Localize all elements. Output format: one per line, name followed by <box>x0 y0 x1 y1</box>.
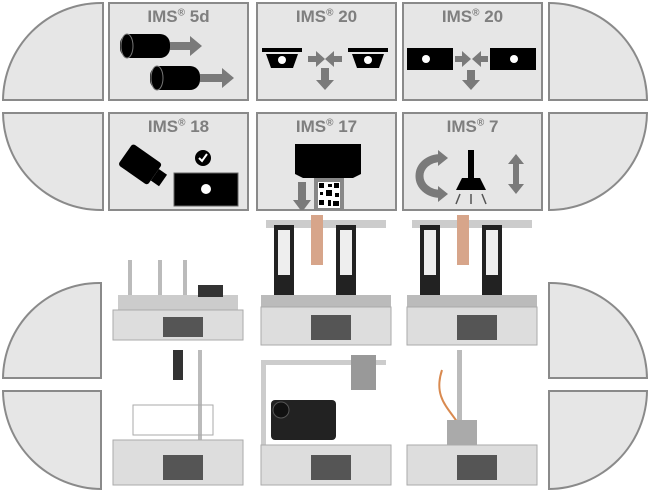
module-ims-7: IMS® 7 <box>402 112 543 211</box>
right-curve-bottom <box>548 390 648 490</box>
machine-photo-ims-7 <box>406 350 538 486</box>
qr-code-labeling-icon <box>293 144 361 210</box>
module-number: 17 <box>338 117 358 136</box>
machine-photo-ims-20-a <box>260 215 392 346</box>
module-ims-18: IMS® 18 <box>108 112 249 211</box>
registered-mark: ® <box>326 7 334 19</box>
module-ims-20-a: IMS® 20 <box>256 2 397 101</box>
module-name: IMS <box>147 117 179 136</box>
module-number: 7 <box>488 117 499 136</box>
right-curve-third <box>548 282 648 379</box>
module-number: 20 <box>338 7 358 26</box>
module-number: 5d <box>189 7 210 26</box>
right-curve-second <box>548 112 648 211</box>
registered-mark: ® <box>326 117 334 129</box>
machine-photo-ims-5d <box>112 260 244 341</box>
module-number: 20 <box>484 7 504 26</box>
module-ims-20-b: IMS® 20 <box>402 2 543 101</box>
module-ims-5d: IMS® 5d <box>108 2 249 101</box>
registered-mark: ® <box>178 117 186 129</box>
right-curve-top <box>548 2 648 101</box>
machine-photo-ims-17 <box>260 355 392 486</box>
registered-mark: ® <box>476 117 485 129</box>
module-name: IMS <box>446 117 477 136</box>
cylinders-arrows-icon <box>120 33 234 91</box>
left-curve-top <box>2 2 104 101</box>
trapezoid-merge-icon <box>262 48 388 90</box>
camera-inspection-icon <box>119 144 239 207</box>
left-curve-third <box>2 282 102 379</box>
left-curve-bottom <box>2 390 102 490</box>
machine-photo-ims-20-b <box>406 215 538 346</box>
module-number: 18 <box>190 117 210 136</box>
registered-mark: ® <box>177 7 186 19</box>
module-name: IMS <box>441 7 473 26</box>
module-name: IMS <box>295 117 327 136</box>
module-ims-17: IMS® 17 <box>256 112 397 211</box>
rotate-press-icon <box>415 150 524 205</box>
registered-mark: ® <box>472 7 480 19</box>
rectangle-merge-icon <box>407 48 536 90</box>
module-name: IMS <box>295 7 327 26</box>
module-name: IMS <box>147 7 178 26</box>
machine-photo-ims-18 <box>112 350 244 486</box>
left-curve-second <box>2 112 104 211</box>
